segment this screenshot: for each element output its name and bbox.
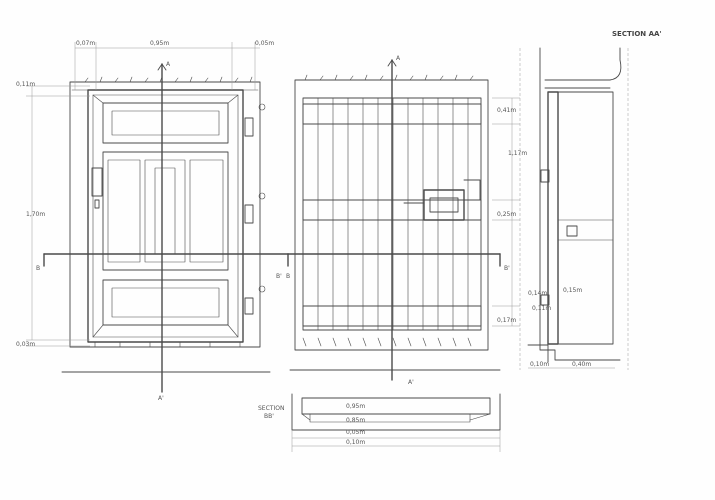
front-elevation xyxy=(61,76,271,373)
section-aa-batten xyxy=(557,219,614,241)
section-bb-title: SECTION xyxy=(258,405,284,412)
hinge-marker-1 xyxy=(258,103,266,111)
label-a-top-left: A xyxy=(166,61,171,68)
front-bottom-panel xyxy=(102,279,229,326)
section-aa-hinge-2 xyxy=(540,294,550,306)
section-bb-rebates xyxy=(301,413,491,421)
back-right-dim-lines xyxy=(492,97,520,327)
label-b-right: B' xyxy=(504,265,510,272)
front-corner-miters xyxy=(92,94,239,338)
front-door-leaf xyxy=(87,89,244,343)
section-bb-dim-lines xyxy=(291,430,501,452)
section-aa-head xyxy=(544,47,622,89)
hinge-marker-2 xyxy=(258,192,266,200)
back-lock-box xyxy=(423,189,465,221)
dim-front-left-bottom: 0,03m xyxy=(16,341,35,348)
front-lock xyxy=(91,167,103,209)
back-bottom-marks xyxy=(302,337,472,347)
back-top-stones xyxy=(304,74,474,81)
dim-sec-a3: 0,11m xyxy=(532,305,551,312)
front-top-panel-inner xyxy=(111,110,220,136)
section-aa-lock xyxy=(566,225,578,237)
front-sill-marks xyxy=(94,341,241,348)
dim-bb-d1: 0,95m xyxy=(346,403,365,410)
dim-back-r3: 0,25m xyxy=(497,211,516,218)
front-middle-raised xyxy=(107,159,224,263)
front-middle-panels xyxy=(102,151,229,271)
back-vertical-boards xyxy=(317,97,469,331)
dim-bb-d4: 0,10m xyxy=(346,439,365,446)
dim-front-top-left: 0,07m xyxy=(76,40,95,47)
dim-sec-a2: 0,15m xyxy=(563,287,582,294)
front-door-inner-edge xyxy=(92,94,239,338)
section-aa-sill xyxy=(527,344,549,363)
front-dimensions xyxy=(26,42,260,347)
section-aa-title: SECTION AA' xyxy=(612,30,662,38)
label-a-top-right: A xyxy=(396,55,401,62)
front-left-dim-lines xyxy=(26,85,90,347)
section-aa-outline xyxy=(539,47,621,361)
dim-sec-base-right: 0,40m xyxy=(572,361,591,368)
front-top-stones xyxy=(84,76,253,83)
label-b-mid-left: B' xyxy=(276,273,282,280)
dim-back-r2: 1,17m xyxy=(508,150,527,157)
front-top-panel xyxy=(102,102,229,144)
section-aa xyxy=(519,47,629,370)
dim-front-height: 1,70m xyxy=(26,211,45,218)
section-bb xyxy=(291,393,501,452)
label-a-bottom-right: A' xyxy=(408,379,414,386)
label-a-bottom-left: A' xyxy=(158,395,164,402)
front-hinges xyxy=(244,117,254,315)
section-line-b-ticks xyxy=(43,253,501,267)
section-arrows-a xyxy=(157,59,397,71)
section-bb-outline xyxy=(291,393,501,431)
label-b-left: B xyxy=(36,265,40,272)
back-dimensions xyxy=(492,97,520,327)
front-bottom-panel-inner xyxy=(111,287,220,318)
dim-front-top-right: 0,05m xyxy=(255,40,274,47)
label-b-mid-right: B xyxy=(286,273,290,280)
dim-front-top-width: 0,95m xyxy=(150,40,169,47)
dim-back-r1: 0,41m xyxy=(497,107,516,114)
dim-sec-a1: 0,14m xyxy=(528,290,547,297)
dim-sec-base-left: 0,10m xyxy=(530,361,549,368)
section-aa-wall xyxy=(557,91,614,345)
front-top-dim-lines xyxy=(74,42,260,90)
back-lock-bolt xyxy=(403,179,481,213)
dim-bb-d2: 0,85m xyxy=(346,417,365,424)
section-bb-batten xyxy=(309,413,471,423)
dim-front-left-top: 0,11m xyxy=(16,81,35,88)
section-aa-hinge-1 xyxy=(540,169,550,183)
dim-bb-d3: 0,05m xyxy=(346,429,365,436)
section-lines xyxy=(43,59,501,393)
dim-back-r4: 0,17m xyxy=(497,317,516,324)
hinge-marker-3 xyxy=(258,285,266,293)
section-aa-guides xyxy=(519,48,629,370)
section-bb-title-2: BB' xyxy=(264,413,274,420)
